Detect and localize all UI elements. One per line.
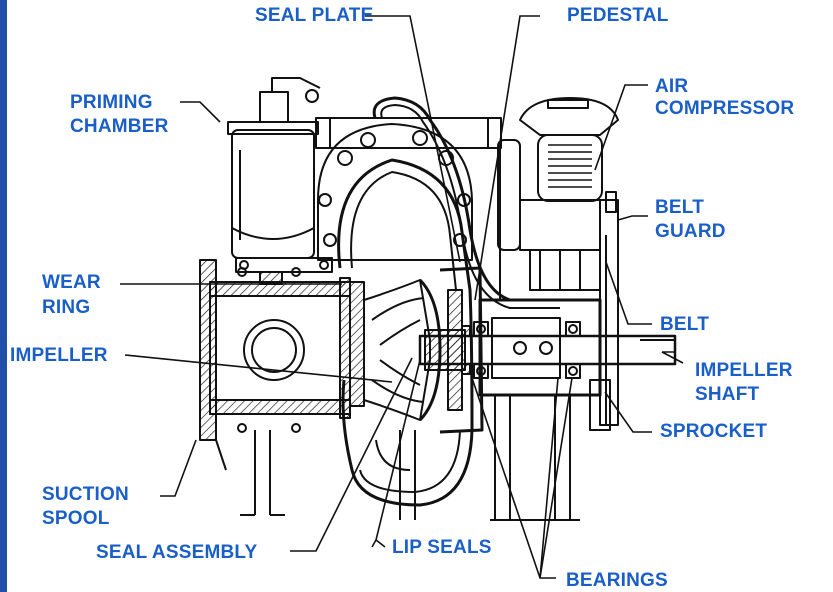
label-priming-chamber-line1: PRIMING [70, 92, 153, 113]
seal-plate [439, 266, 484, 434]
label-wear-ring-line2: RING [42, 297, 91, 318]
label-belt-guard-line1: BELT [655, 197, 704, 218]
label-wear-ring-line1: WEAR [42, 272, 101, 293]
label-belt: BELT [660, 314, 709, 335]
label-impeller-shaft-line1: IMPELLER [695, 360, 793, 381]
label-priming-chamber-line2: CHAMBER [70, 116, 169, 137]
air-compressor [497, 97, 619, 291]
label-belt-guard-line2: GUARD [655, 221, 726, 242]
impeller-shaft [418, 334, 677, 366]
label-suction-spool-line2: SPOOL [42, 508, 110, 529]
label-lip-seals: LIP SEALS [392, 537, 492, 558]
leader-lines [120, 15, 684, 579]
lip-seals [461, 325, 471, 375]
pump-housing-top [315, 117, 502, 149]
label-air-compressor-line2: COMPRESSOR [655, 98, 795, 119]
discharge-flange [317, 123, 473, 261]
label-air-compressor-line1: AIR [655, 76, 689, 97]
edge-bar [0, 0, 7, 592]
priming-chamber [227, 77, 333, 273]
label-seal-assembly: SEAL ASSEMBLY [96, 542, 258, 563]
bearings [473, 321, 581, 379]
label-suction-spool-line1: SUCTION [42, 484, 129, 505]
label-pedestal: PEDESTAL [567, 5, 669, 26]
label-impeller: IMPELLER [10, 345, 108, 366]
label-sprocket: SPROCKET [660, 421, 768, 442]
volute-casing [337, 158, 474, 507]
label-seal-plate: SEAL PLATE [255, 5, 374, 26]
label-impeller-shaft-line2: SHAFT [695, 384, 760, 405]
label-bearings: BEARINGS [566, 570, 668, 591]
